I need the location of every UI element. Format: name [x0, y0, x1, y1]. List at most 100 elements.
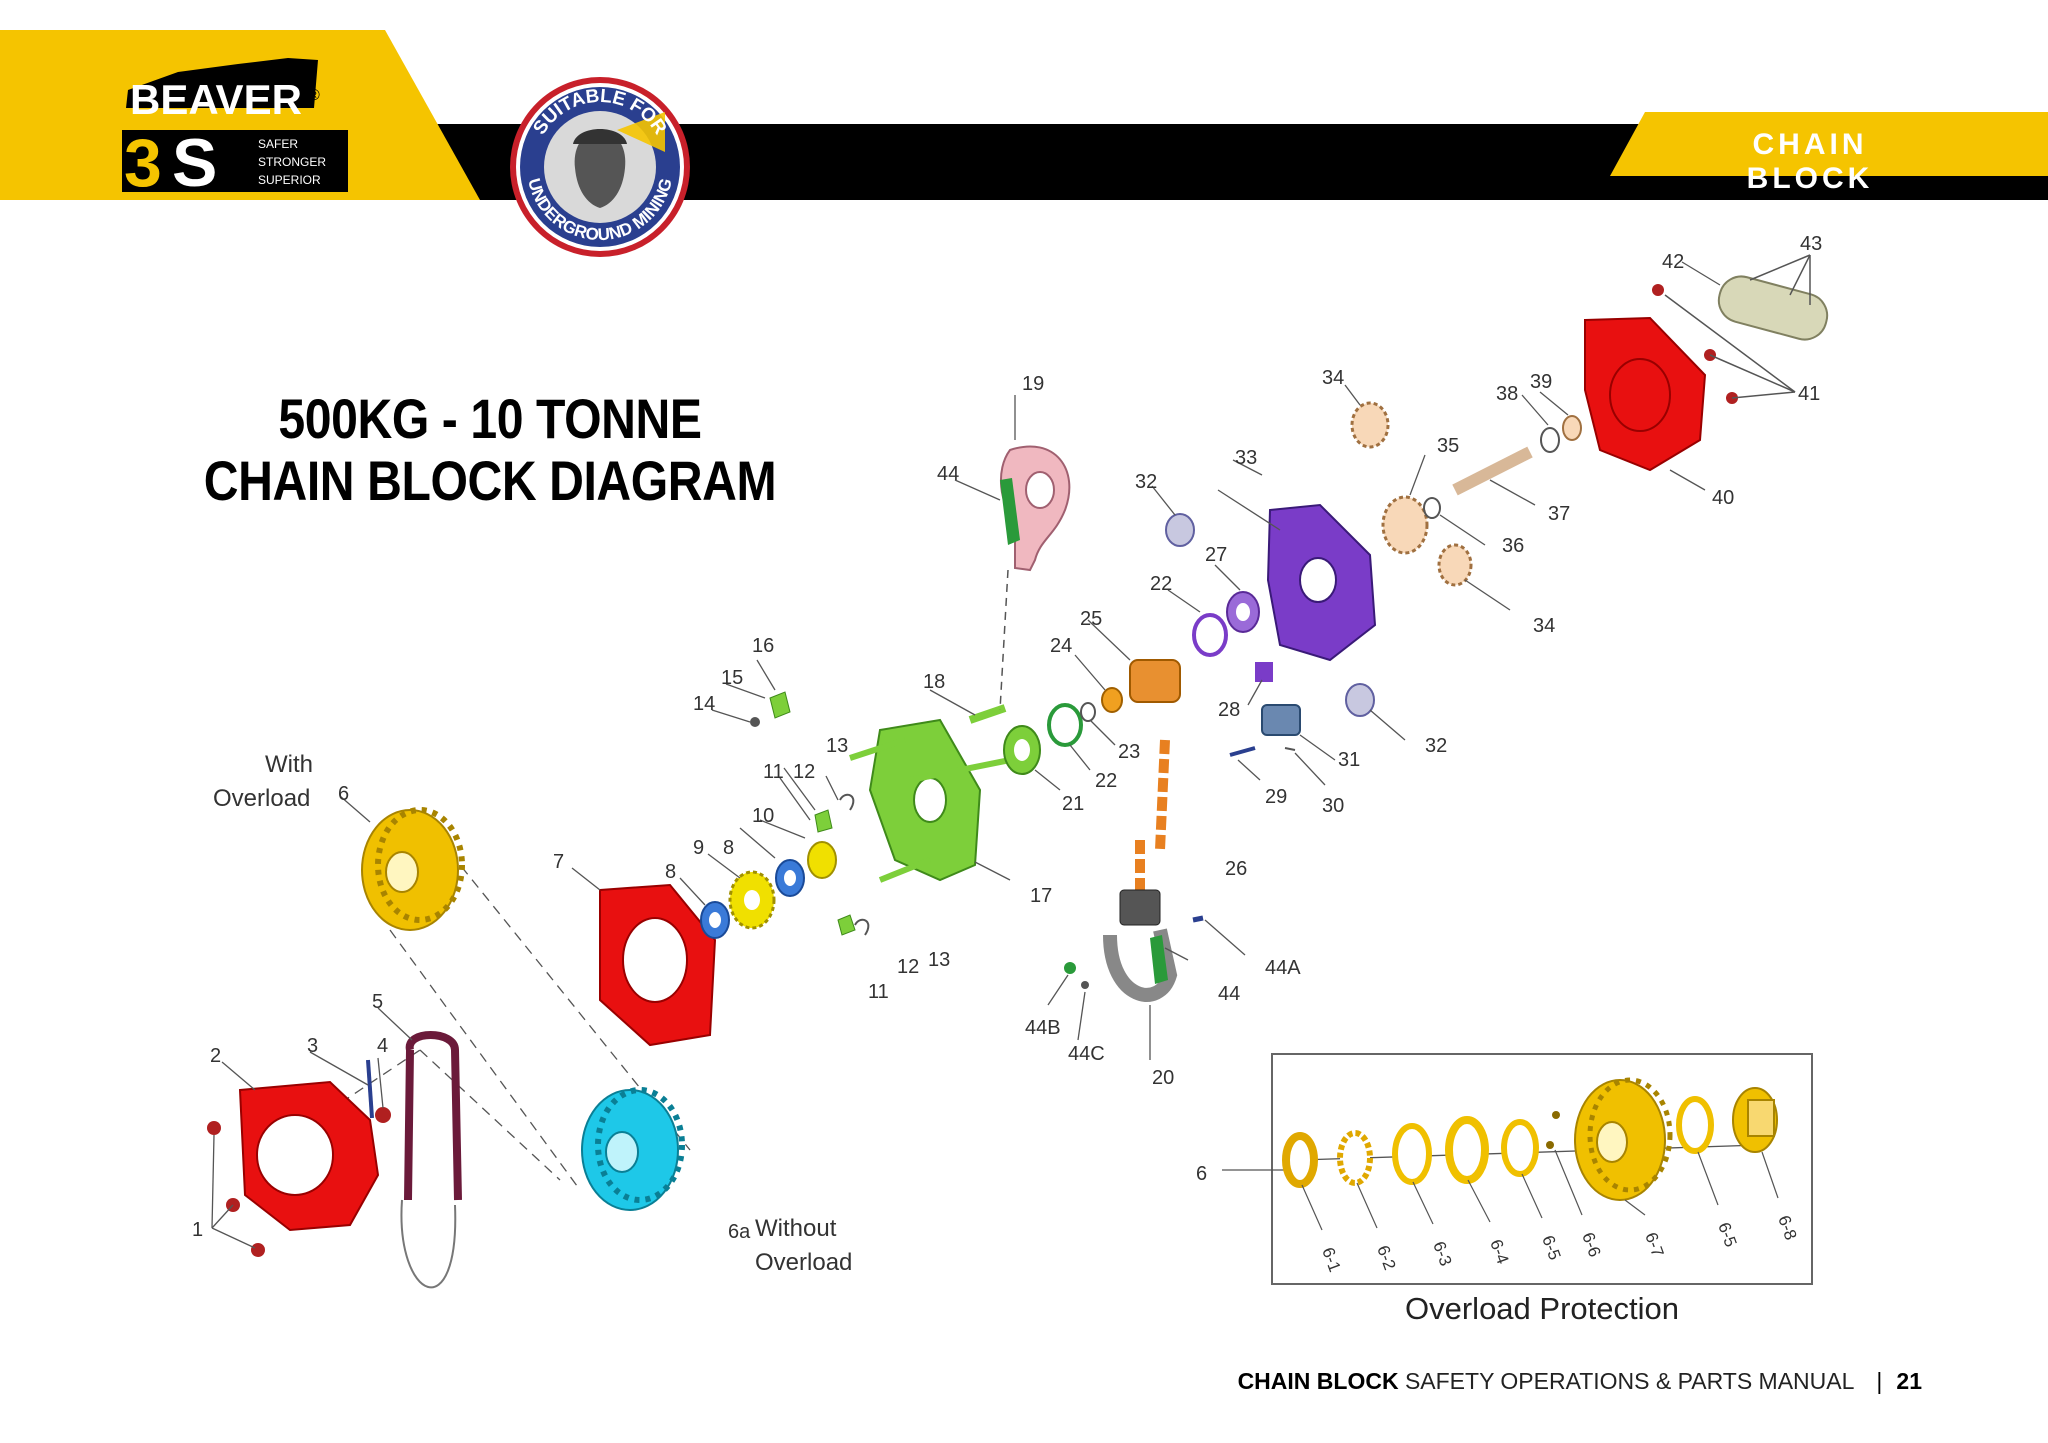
- part-label: 5: [372, 991, 383, 1013]
- page-title-line1: 500KG - 10 TONNE: [278, 387, 702, 450]
- part-36-circlip: [1423, 497, 1441, 519]
- part-label: 8: [723, 837, 734, 859]
- part-label: 15: [721, 667, 743, 689]
- part-label: 2: [210, 1045, 221, 1067]
- part-6-1-disc: [1282, 1132, 1318, 1188]
- part-22b-seal: [1192, 613, 1228, 657]
- footer-separator: |: [1876, 1368, 1883, 1394]
- part-23-circlip: [1080, 702, 1096, 722]
- part-label: 18: [923, 671, 945, 693]
- part-label: 44: [1218, 983, 1240, 1005]
- brand-3-glyph: 3: [124, 125, 162, 201]
- part-label: 3: [307, 1035, 318, 1057]
- part-label: 22: [1095, 770, 1117, 792]
- part-22-seal: [1047, 703, 1083, 747]
- page-number: 21: [1896, 1368, 1922, 1394]
- part-31-brake-assembly: [1261, 704, 1301, 736]
- tagline-safer: SAFER: [258, 137, 298, 151]
- part-label: 38: [1496, 383, 1518, 405]
- part-label: 9: [693, 837, 704, 859]
- part-label: 35: [1437, 435, 1459, 457]
- part-label: 12: [793, 761, 815, 783]
- part-6-handwheel-with-overload: [361, 807, 465, 931]
- tagline-superior: SUPERIOR: [258, 173, 321, 187]
- page-title-line2: CHAIN BLOCK DIAGRAM: [203, 449, 777, 512]
- part-label: 36: [1502, 535, 1524, 557]
- part-label: 34: [1322, 367, 1344, 389]
- part-label: 22: [1150, 573, 1172, 595]
- part-label: 37: [1548, 503, 1570, 525]
- part-44B-washer: [1081, 981, 1089, 989]
- part-label: 21: [1062, 793, 1084, 815]
- part-label: 11: [763, 761, 784, 783]
- part-label: 17: [1030, 885, 1052, 907]
- part-1-nuts: [207, 1121, 265, 1257]
- part-label: 7: [553, 851, 564, 873]
- part-6-4-disc: [1445, 1116, 1489, 1184]
- part-30-spring: [1284, 747, 1296, 751]
- part-41-leaders: [1664, 294, 1796, 399]
- part-38-circlip: [1540, 427, 1560, 453]
- part-2-end-cover: [238, 1080, 380, 1232]
- part-label: 44: [937, 463, 959, 485]
- annotation-without-overload-1: Without: [755, 1215, 837, 1242]
- section-title: CHAIN BLOCK: [1746, 128, 1874, 195]
- part-25-load-sheave: [1129, 659, 1181, 703]
- part-6-3-disc: [1392, 1123, 1432, 1185]
- beaver-brand-text: BEAVER: [130, 76, 302, 123]
- part-12b-pawl: [837, 914, 856, 936]
- part-label: 44B: [1025, 1017, 1061, 1039]
- beaver-logo: BEAVER ® 3 S SAFER STRONGER SUPERIOR: [118, 52, 358, 202]
- part-6a-handwheel-without-overload: [581, 1087, 685, 1211]
- part-label: 20: [1152, 1067, 1174, 1089]
- part-7-cover-plate: [599, 883, 717, 1047]
- part-label: 33: [1235, 447, 1257, 469]
- part-6-2-disc: [1337, 1130, 1373, 1186]
- part-6-6-ball: [1552, 1111, 1560, 1119]
- part-12-pawl: [814, 809, 833, 833]
- part-13-spring: [839, 793, 855, 811]
- part-44C-nut: [1064, 962, 1076, 974]
- annotation-with-overload-2: Overload: [213, 785, 310, 812]
- part-label: 13: [826, 735, 848, 757]
- page-footer: CHAIN BLOCK SAFETY OPERATIONS & PARTS MA…: [1238, 1368, 1922, 1395]
- part-label: 6a: [728, 1221, 751, 1243]
- part-label: 26: [1225, 858, 1247, 880]
- part-6-5-disc: [1501, 1119, 1539, 1177]
- part-18-shaft: [968, 704, 1007, 724]
- overload-leaders: [1301, 1149, 1779, 1231]
- part-8b-hub: [807, 841, 837, 879]
- part-label: 43: [1800, 233, 1822, 255]
- part-label: 28: [1218, 699, 1240, 721]
- part-32-pinion: [1165, 513, 1195, 547]
- part-37-shaft: [1452, 446, 1533, 496]
- part-3-bolt: [366, 1059, 374, 1119]
- part-label: 34: [1533, 615, 1555, 637]
- overload-parts: [1282, 1077, 1778, 1201]
- footer-title-rest: SAFETY OPERATIONS & PARTS MANUAL: [1398, 1368, 1855, 1394]
- part-35-gear: [1381, 495, 1429, 555]
- part-4-nut: [375, 1107, 391, 1123]
- part-label: 14: [693, 693, 715, 715]
- part-34-gear: [1350, 401, 1390, 449]
- part-label: 40: [1712, 487, 1734, 509]
- part-label: 11: [868, 981, 889, 1003]
- overload-protection-caption: Overload Protection: [1405, 1291, 1679, 1326]
- part-43-rivet-leaders: [1749, 254, 1811, 305]
- part-label: 44C: [1068, 1043, 1105, 1065]
- beaver-logo-graphic: BEAVER ® 3 S SAFER STRONGER SUPERIOR: [122, 58, 348, 201]
- part-24-bushing: [1101, 687, 1123, 713]
- underground-mining-badge: SUITABLE FOR UNDERGROUND MINING: [510, 77, 690, 257]
- part-13b-spring: [854, 918, 870, 936]
- annotation-with-overload-1: With: [265, 751, 313, 778]
- part-20-bottom-hook: [1103, 889, 1178, 1002]
- registered-mark: ®: [308, 87, 320, 104]
- part-28-stop: [1255, 662, 1273, 682]
- part-33-gear-housing: [1266, 503, 1377, 662]
- part-label: 24: [1050, 635, 1072, 657]
- part-26-load-chain: [1135, 739, 1170, 900]
- part-label: 12: [897, 956, 919, 978]
- part-17-side-plate: [849, 718, 1011, 883]
